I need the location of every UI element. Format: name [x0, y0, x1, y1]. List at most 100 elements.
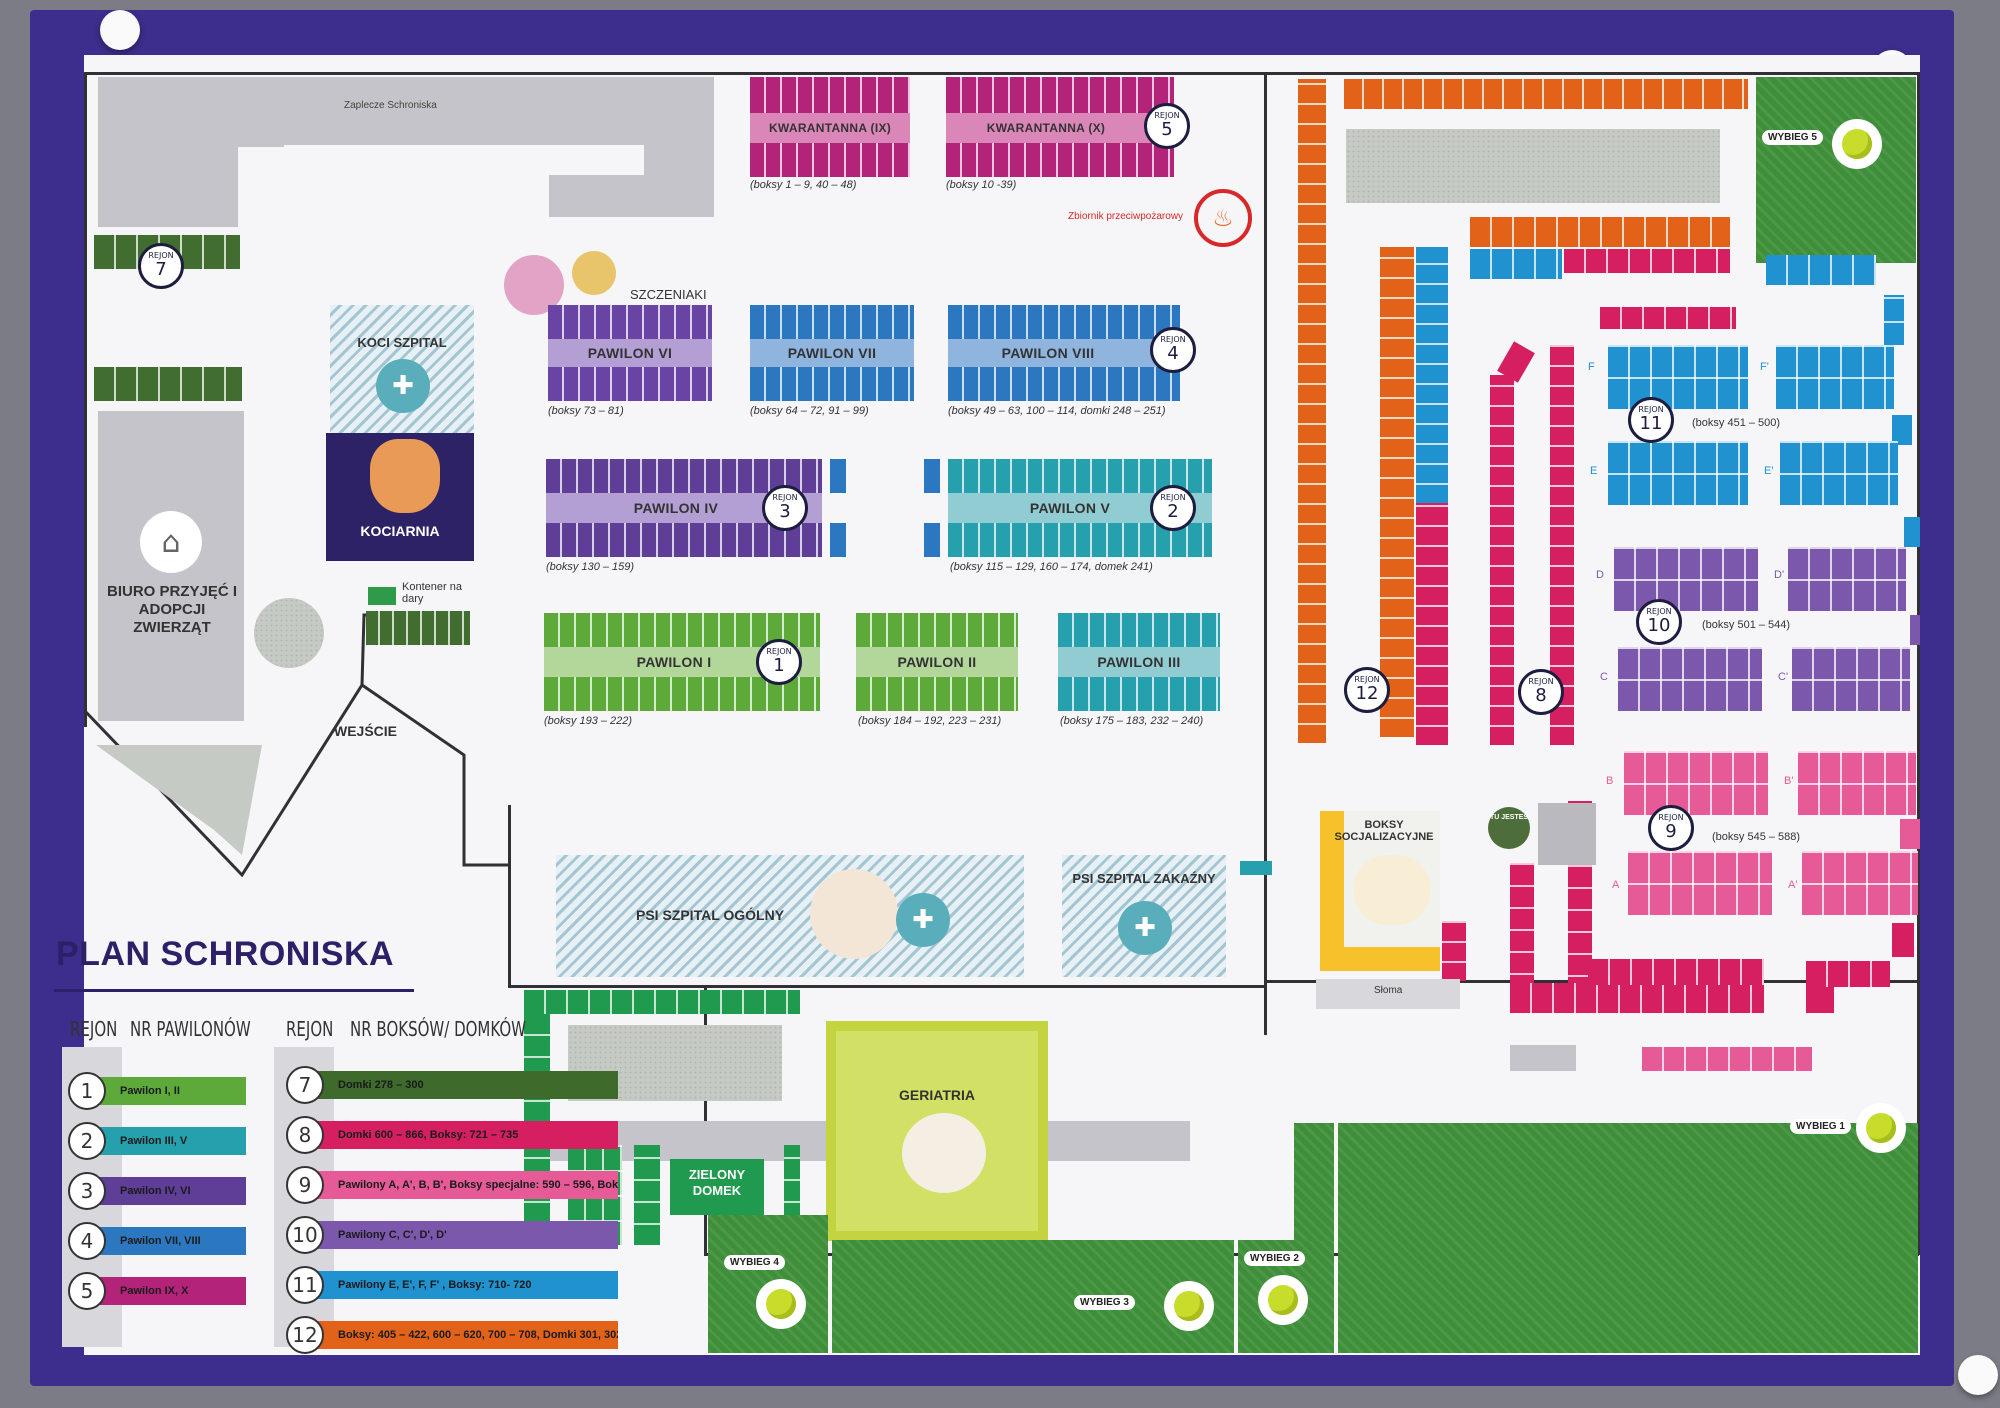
red-boxes — [1510, 863, 1534, 995]
round-lawn — [254, 598, 324, 668]
quarantine-x-boxes — [946, 77, 1174, 113]
paw-cross-icon: ✚ — [376, 359, 430, 413]
legend-left-row-number: 3 — [68, 1172, 106, 1210]
quarantine-x-boxes-text: (boksy 10 -39) — [946, 179, 1017, 191]
legend-left-row-bar: Pawilon IX, X — [84, 1277, 246, 1305]
pavilion-vi-label: PAWILON VI — [587, 345, 673, 361]
legend-left-row-number: 1 — [68, 1072, 106, 1110]
legend-right-row-number: 12 — [286, 1316, 324, 1354]
run-1-label: WYBIEG 1 — [1790, 1119, 1851, 1134]
blue-boxes — [1416, 247, 1448, 503]
legend-right-row-number: 11 — [286, 1266, 324, 1304]
pavilion-c-boxes — [1618, 647, 1762, 711]
pavilion-vii-boxes — [750, 305, 914, 339]
pavilion-c2-boxes — [1792, 647, 1910, 711]
legend-right-row-text: Pawilony C, C', D', D' — [338, 1228, 447, 1241]
house-icon: ⌂ — [140, 511, 202, 573]
legend-header-rejon: REJON — [286, 1017, 334, 1041]
quarantine-x-label: KWARANTANNA (X) — [986, 121, 1106, 135]
pavilion-v-boxes — [948, 459, 1212, 493]
legend-left-row-text: Pawilon III, V — [120, 1134, 188, 1147]
outer-wall — [1917, 75, 1920, 1255]
green-house — [670, 1159, 764, 1215]
red-boxes — [1588, 959, 1764, 985]
red-boxes — [1416, 503, 1448, 745]
green-boxes — [634, 1145, 660, 1245]
geriatrics-label: GERIATRIA — [899, 1087, 975, 1103]
pavilion-iv-boxes-text: (boksy 130 – 159) — [546, 561, 635, 573]
outer-wall — [84, 72, 87, 727]
pavilion-vii-label: PAWILON VII — [787, 345, 877, 361]
cat-icon — [370, 439, 440, 513]
legend-left-row-bar: Pawilon I, II — [84, 1077, 246, 1105]
pavilion-a-boxes — [1628, 851, 1772, 915]
pavilion-vi-boxes-text: (boksy 73 – 81) — [548, 405, 624, 417]
legend-left-row-number: 4 — [68, 1222, 106, 1260]
pavilion-letter: C' — [1778, 671, 1789, 683]
legend-right-row-bar: Pawilony A, A', B, B', Boksy specjalne: … — [302, 1171, 618, 1199]
run-3-label: WYBIEG 3 — [1074, 1295, 1135, 1310]
old-dog-icon — [902, 1113, 986, 1193]
legend-left-row-bar: Pawilon IV, VI — [84, 1177, 246, 1205]
pavilion-iii-boxes-text: (boksy 175 – 183, 232 – 240) — [1060, 715, 1204, 727]
pavilion-v-label: PAWILON V — [1029, 500, 1111, 516]
pavilion-vi-boxes — [548, 367, 712, 401]
legend-right-row-number: 9 — [286, 1166, 324, 1204]
green-boxes — [524, 990, 800, 1014]
pavilion-d-boxes — [1614, 547, 1758, 611]
ball-icon — [1832, 119, 1882, 169]
inner-wall — [508, 805, 511, 988]
legend-left-row-bar: Pawilon III, V — [84, 1127, 246, 1155]
inner-wall — [1264, 75, 1267, 1035]
orange-boxes — [1344, 79, 1748, 109]
quarantine-ix-boxes — [750, 143, 910, 177]
pavilion-e2-boxes — [1780, 441, 1898, 505]
legend-right-row-bar: Domki 278 – 300 — [302, 1071, 618, 1099]
pavilion-i-boxes — [544, 677, 820, 711]
legend-right-row-bar: Pawilony C, C', D', D' — [302, 1221, 618, 1249]
pavilion-letter: A' — [1788, 879, 1798, 891]
legend-right-row-text: Domki 600 – 866, Boksy: 721 – 735 — [338, 1128, 519, 1141]
pavilion-letter: D — [1596, 569, 1604, 581]
ball-icon — [756, 1279, 806, 1329]
dog-icon — [1354, 855, 1430, 925]
pavilion-ii-boxes-text: (boksy 184 – 192, 223 – 231) — [858, 715, 1002, 727]
legend-right-row-text: Boksy: 405 – 422, 600 – 620, 700 – 708, … — [338, 1328, 618, 1341]
pavilion-letter: C — [1600, 671, 1608, 683]
pavilion-iii-label: PAWILON III — [1097, 654, 1181, 670]
fire-tank-label: Zbiornik przeciwpożarowy — [1068, 211, 1184, 222]
legend-right-row-number: 7 — [286, 1066, 324, 1104]
pavilion-viii-label: PAWILON VIII — [1001, 345, 1095, 361]
pavilion-b-boxes — [1624, 751, 1768, 815]
pavilion-d2-boxes — [1788, 547, 1906, 611]
houses-row-7 — [94, 367, 242, 401]
blue-boxes — [1766, 255, 1876, 285]
dog-icon — [810, 869, 898, 959]
pavilion-viii-boxes — [948, 367, 1180, 401]
pavilion-i-boxes — [544, 613, 820, 647]
quarantine-ix-boxes — [750, 77, 910, 113]
green-house-label: ZIELONY DOMEK — [688, 1167, 746, 1198]
puppies-label: SZCZENIAKI — [630, 287, 707, 302]
legend-header-rejon: REJON — [70, 1017, 118, 1041]
red-boxes — [1490, 375, 1514, 745]
legend-left-row-text: Pawilon VII, VIII — [120, 1234, 201, 1247]
container-label: Kontener na dary — [402, 581, 462, 605]
rejon-10-boxes-text: (boksy 501 – 544) — [1702, 619, 1791, 631]
run-1-area — [1338, 1123, 1918, 1353]
pavilion-b2-boxes — [1798, 751, 1916, 815]
pavilion-letter: D' — [1774, 569, 1785, 581]
inner-wall — [508, 985, 1264, 988]
quarantine-ix-boxes-text: (boksy 1 – 9, 40 – 48) — [750, 179, 857, 191]
quarantine-x-boxes — [946, 143, 1174, 177]
legend-left-row-text: Pawilon I, II — [120, 1084, 180, 1097]
legend-left-row-text: Pawilon IX, X — [120, 1284, 189, 1297]
pavilion-ii-boxes — [856, 677, 1018, 711]
lawn-patch — [1346, 129, 1720, 203]
